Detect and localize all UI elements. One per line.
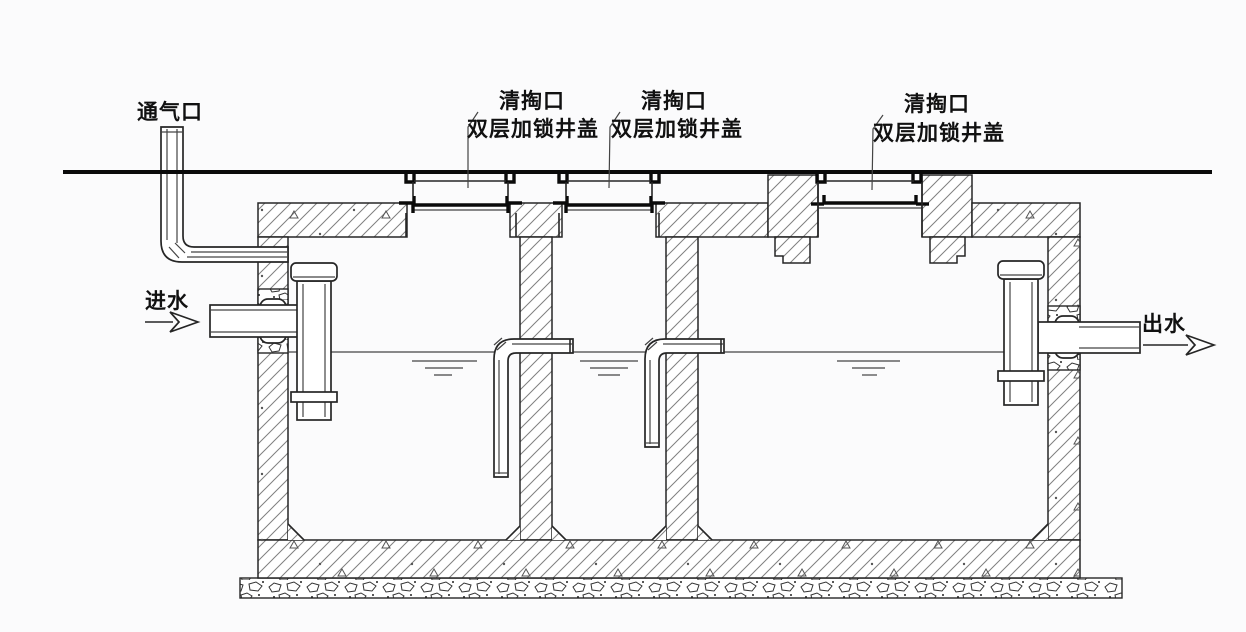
soil-hatch-middle [677, 176, 755, 198]
water-symbol-chamber-3 [837, 360, 900, 376]
manhole-2-label-line2: 双层加锁井盖 [611, 117, 743, 141]
gravel-bedding-layer [239, 577, 1123, 599]
tank-concrete-body [257, 174, 1081, 579]
outlet-tee-riser [1003, 278, 1039, 406]
outlet-tee-coupling [997, 370, 1045, 382]
manhole-1-label-line1: 清掏口 [499, 89, 565, 113]
manhole-3-cover [811, 174, 929, 237]
soil-hatch-left [90, 176, 164, 198]
manhole-3-label-line1: 清掏口 [904, 92, 970, 116]
outlet-assembly [997, 260, 1141, 406]
manhole-3-neck-wall-right [921, 174, 973, 238]
water-symbol-chamber-2 [580, 360, 638, 376]
manhole-2-label-line1: 清掏口 [641, 89, 707, 113]
outlet-tee-cap [997, 260, 1045, 280]
water-symbol-chamber-1 [412, 360, 477, 376]
manhole-3-pedestal-left [774, 236, 811, 264]
leader-manhole-2 [608, 111, 621, 189]
manhole-1-label-line2: 双层加锁井盖 [467, 117, 599, 141]
manhole-3-label-line2: 双层加锁井盖 [873, 121, 1005, 145]
outlet-flow-arrow [1143, 334, 1217, 356]
outlet-label: 出水 [1142, 313, 1186, 336]
inlet-label: 进水 [145, 290, 189, 313]
leader-manhole-1 [467, 111, 479, 188]
partition-wall-1 [519, 236, 553, 541]
inlet-tee-coupling [290, 391, 338, 403]
partition-2-elbow-pipe [644, 337, 725, 448]
top-slab-between-manhole-2-3 [655, 202, 769, 238]
manhole-2-cover [553, 174, 665, 237]
manhole-3-pedestal-right [929, 236, 966, 264]
partition-1-elbow-pipe [493, 337, 574, 478]
leader-manhole-3 [871, 114, 884, 191]
manhole-1-cover [399, 174, 522, 237]
partition-wall-2 [665, 236, 699, 541]
manhole-3-neck-wall-left [767, 174, 819, 238]
inlet-tee-cap [290, 262, 338, 282]
inlet-assembly [209, 262, 338, 421]
vent-label: 通气口 [137, 100, 203, 124]
top-slab-between-manhole-1-2 [509, 202, 563, 238]
inlet-flow-arrow [145, 311, 201, 333]
soil-hatch-right [986, 176, 1051, 198]
vent-pipe [160, 126, 289, 263]
